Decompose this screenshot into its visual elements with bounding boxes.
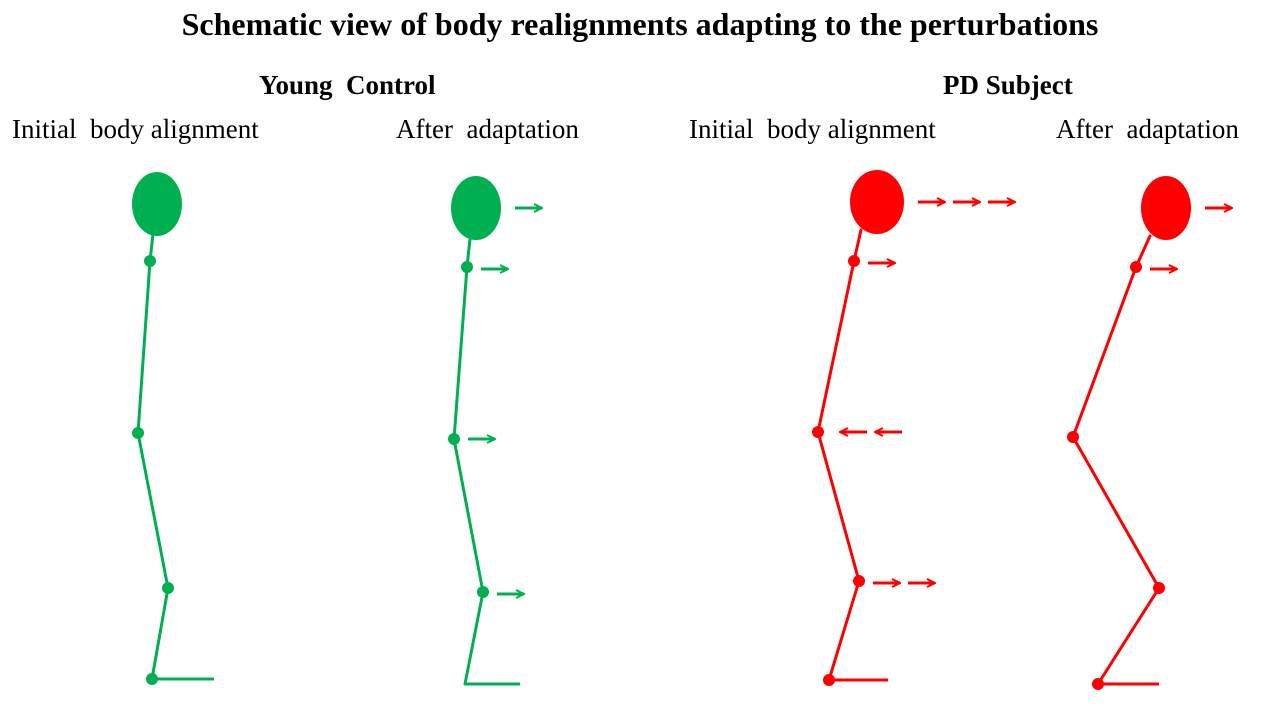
pd-initial-ankle-joint — [823, 674, 835, 686]
pd-initial-knee-joint — [853, 575, 865, 587]
young-after-shoulder-joint — [461, 261, 473, 273]
pd-initial-trunk-segment — [816, 259, 856, 434]
young-after-hip-joint — [448, 433, 460, 445]
young-initial-trunk-segment — [136, 259, 152, 435]
pd-initial-label: Initial body alignment — [689, 114, 936, 144]
pd-after-shoulder-joint — [1130, 261, 1142, 273]
young-initial-thigh-segment — [136, 431, 170, 590]
young-initial-shoulder-joint — [144, 255, 156, 267]
pd-after-head — [1141, 176, 1191, 240]
young-after-knee-joint — [477, 586, 489, 598]
young-after-thigh-segment — [452, 437, 485, 594]
pd-after-ankle-joint — [1092, 678, 1104, 690]
pd-initial-thigh-segment — [816, 430, 861, 583]
figure-pd-after — [1067, 176, 1232, 690]
young-initial-hip-joint — [132, 427, 144, 439]
young-after-trunk-segment — [452, 265, 469, 441]
pd-after-knee-joint — [1153, 582, 1165, 594]
young-initial-label: Initial body alignment — [12, 114, 259, 144]
young-initial-shank-segment — [150, 586, 170, 681]
figure-pd-initial — [812, 170, 1015, 686]
pd-after-shank-segment — [1096, 586, 1161, 686]
group-label-pd-subject: PD Subject — [943, 70, 1073, 100]
diagram-title: Schematic view of body realignments adap… — [181, 6, 1099, 42]
young-after-shank-segment — [463, 590, 485, 686]
pd-initial-shank-segment — [827, 579, 861, 682]
pd-after-thigh-segment — [1071, 435, 1161, 590]
figure-young-after — [448, 176, 542, 686]
pd-initial-hip-joint — [812, 426, 824, 438]
pd-after-hip-joint — [1067, 431, 1079, 443]
young-after-head — [451, 176, 501, 240]
pd-initial-shoulder-joint — [848, 255, 860, 267]
figure-young-initial — [132, 172, 214, 685]
pd-after-trunk-segment — [1071, 265, 1138, 439]
group-label-young-control: Young Control — [259, 70, 436, 100]
young-initial-ankle-joint — [146, 673, 158, 685]
young-after-label: After adaptation — [396, 114, 579, 144]
young-initial-knee-joint — [162, 582, 174, 594]
pd-initial-head — [850, 170, 904, 234]
young-initial-head — [132, 172, 182, 236]
pd-after-label: After adaptation — [1056, 114, 1239, 144]
